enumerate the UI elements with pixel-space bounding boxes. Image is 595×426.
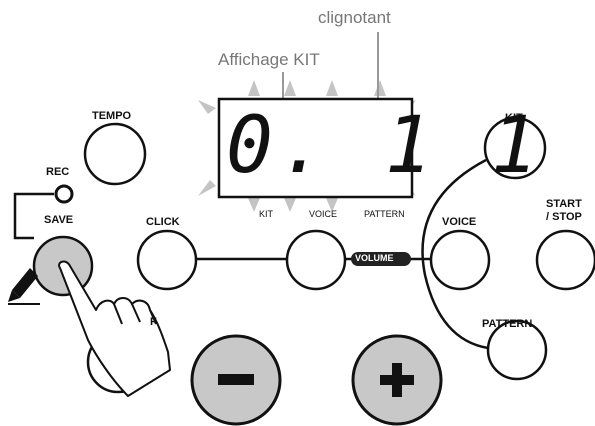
pattern-label: PATTERN [482, 318, 533, 330]
start-label: START [546, 198, 582, 210]
volume-label: VOLUME [355, 253, 394, 263]
pencil-icon [8, 268, 40, 305]
hand-icon [58, 260, 171, 397]
plus-icon [380, 363, 414, 397]
pattern-button[interactable] [486, 319, 548, 381]
kit-display-annotation: Affichage KIT [218, 50, 320, 69]
tempo-label: TEMPO [92, 110, 132, 122]
display-label-kit: KIT [259, 209, 274, 219]
kit-button[interactable] [483, 116, 547, 180]
save-label: SAVE [44, 214, 74, 226]
voice-button[interactable] [429, 229, 491, 291]
start-stop-button[interactable] [535, 229, 595, 291]
tempo-button[interactable] [83, 122, 147, 186]
kit-label: KIT [505, 112, 523, 124]
stop-label: / STOP [546, 211, 582, 223]
partial-label: F [150, 316, 157, 328]
blinking-annotation: clignotant [318, 8, 391, 27]
display-digits: 0. 1 1 [226, 101, 544, 191]
rec-indicator [54, 184, 74, 204]
voice-label: VOICE [442, 216, 477, 228]
volume-button[interactable] [285, 229, 347, 291]
minus-icon [218, 374, 254, 385]
display-label-pattern: PATTERN [364, 209, 405, 219]
click-label: CLICK [146, 216, 180, 228]
volume-pill [351, 252, 411, 266]
display-label-voice: VOICE [309, 209, 338, 219]
rec-label: REC [46, 166, 70, 178]
lcd-display [217, 97, 414, 199]
click-button[interactable] [136, 229, 198, 291]
